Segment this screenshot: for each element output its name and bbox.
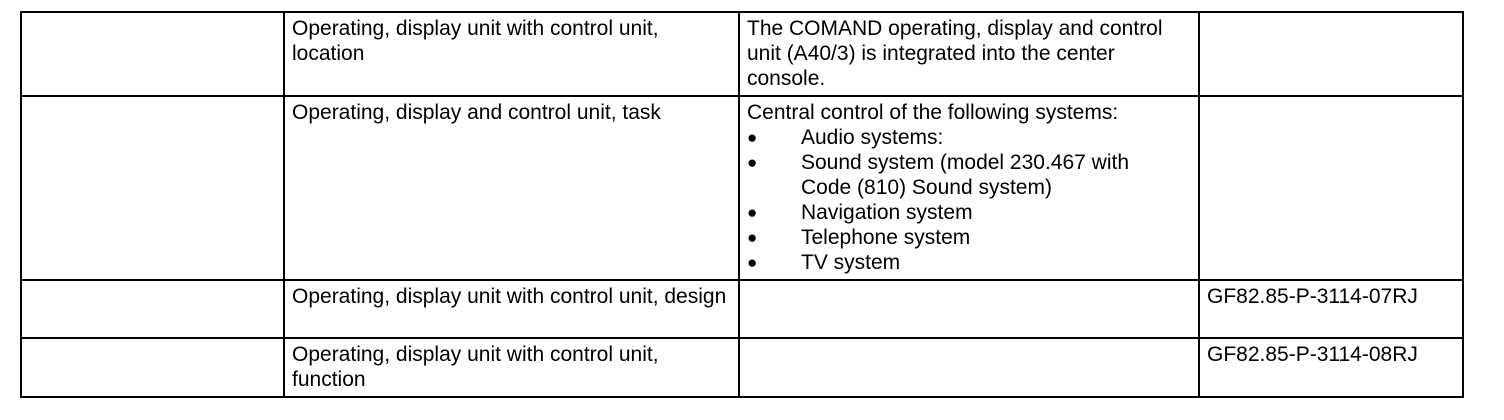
topic-text: Operating, display unit with control uni…	[292, 285, 727, 308]
table-row: Operating, display unit with control uni…	[20, 11, 1464, 97]
cell-reference	[1198, 11, 1464, 97]
list-item: ● Audio systems:	[747, 125, 1191, 150]
cell-description	[738, 279, 1200, 339]
description-text: The COMAND operating, display and contro…	[747, 17, 1163, 90]
cell-topic: Operating, display unit with control uni…	[283, 279, 740, 339]
table-row: Operating, display unit with control uni…	[20, 337, 1464, 398]
bullet-icon: ●	[747, 253, 758, 272]
cell-spacer	[20, 11, 285, 97]
reference-code: GF82.85-P-3114-08RJ	[1207, 343, 1418, 366]
reference-code: GF82.85-P-3114-07RJ	[1207, 285, 1418, 308]
cell-spacer	[20, 95, 285, 281]
cell-spacer	[20, 279, 285, 339]
bullet-icon: ●	[747, 128, 758, 147]
cell-topic: Operating, display and control unit, tas…	[283, 95, 740, 281]
bullet-item-text: Telephone system	[801, 226, 971, 249]
table-row: Operating, display and control unit, tas…	[20, 95, 1464, 281]
list-item: ● Sound system (model 230.467 with Code …	[747, 150, 1191, 200]
bullet-item-text: Navigation system	[801, 201, 973, 224]
cell-description: The COMAND operating, display and contro…	[738, 11, 1200, 97]
bullet-list: ● Audio systems: ● Sound system (model 2…	[747, 125, 1191, 275]
topic-text: Operating, display unit with control uni…	[292, 343, 659, 391]
description-text: Central control of the following systems…	[747, 101, 1119, 124]
list-item: ● TV system	[747, 250, 1191, 275]
topic-text: Operating, display and control unit, tas…	[292, 101, 661, 124]
topic-text: Operating, display unit with control uni…	[292, 17, 659, 65]
cell-topic: Operating, display unit with control uni…	[283, 11, 740, 97]
list-item: ● Telephone system	[747, 225, 1191, 250]
cell-spacer	[20, 337, 285, 398]
cell-description	[738, 337, 1200, 398]
bullet-item-text: Audio systems:	[801, 126, 944, 149]
cell-topic: Operating, display unit with control uni…	[283, 337, 740, 398]
list-item: ● Navigation system	[747, 200, 1191, 225]
bullet-item-text: Sound system (model 230.467 with Code (8…	[801, 151, 1130, 199]
bullet-item-text: TV system	[801, 251, 901, 274]
bullet-icon: ●	[747, 228, 758, 247]
cell-reference: GF82.85-P-3114-08RJ	[1198, 337, 1464, 398]
bullet-icon: ●	[747, 203, 758, 222]
cell-reference: GF82.85-P-3114-07RJ	[1198, 279, 1464, 339]
table-row: Operating, display unit with control uni…	[20, 279, 1464, 339]
bullet-icon: ●	[747, 153, 758, 172]
cell-description: Central control of the following systems…	[738, 95, 1200, 281]
service-info-table: Operating, display unit with control uni…	[20, 11, 1464, 398]
cell-reference	[1198, 95, 1464, 281]
